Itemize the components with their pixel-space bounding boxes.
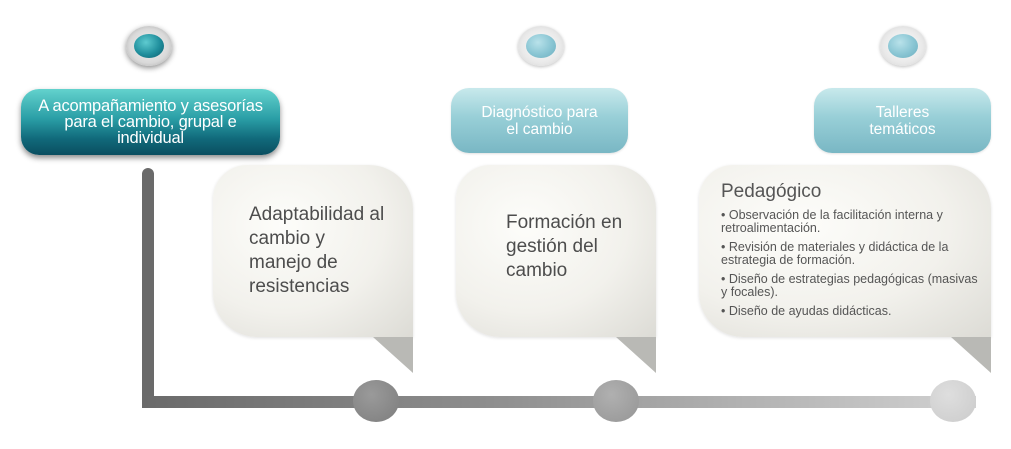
step-3-bullet-3: • Diseño de estrategias pedagógicas (mas… xyxy=(721,272,978,299)
step-1-card-text: Adaptabilidad al cambio y manejo de resi… xyxy=(249,204,385,297)
step-2-card-text: Formación en gestión del cambio xyxy=(506,212,623,281)
step-3-header-text: Talleres temáticos xyxy=(869,103,936,138)
timeline-node-3 xyxy=(930,380,976,422)
step-3-card-heading: Pedagógico xyxy=(721,181,822,202)
step-1-header-pill[interactable]: A acompañamiento y asesorías para el cam… xyxy=(21,89,280,155)
timeline-node-1 xyxy=(353,380,399,422)
step-1-gem-icon xyxy=(134,34,164,58)
step-3-gem-icon xyxy=(888,34,918,58)
step-2-card-tail xyxy=(616,337,656,373)
step-2-header-text: Diagnóstico para el cambio xyxy=(481,103,598,138)
step-1-ring-icon xyxy=(126,26,172,66)
step-3-header-pill[interactable]: Talleres temáticos xyxy=(814,88,991,153)
step-3-bullet-2: • Revisión de materiales y didáctica de … xyxy=(721,240,949,267)
step-2-header-pill[interactable]: Diagnóstico para el cambio xyxy=(451,88,628,153)
step-1-header-text: A acompañamiento y asesorías para el cam… xyxy=(38,97,263,147)
step-3-card-tail xyxy=(951,337,991,373)
timeline-vertical-line xyxy=(142,168,154,408)
step-3-bullet-1: • Observación de la facilitación interna… xyxy=(721,208,943,235)
step-2-gem-icon xyxy=(526,34,556,58)
timeline-horizontal-line xyxy=(142,396,976,408)
step-1-card-tail xyxy=(373,337,413,373)
step-1-card: Adaptabilidad al cambio y manejo de resi… xyxy=(213,165,413,337)
timeline-node-2 xyxy=(593,380,639,422)
step-3-bullet-4: • Diseño de ayudas didácticas. xyxy=(721,304,892,318)
step-3-card: Pedagógico • Observación de la facilitac… xyxy=(699,165,991,337)
step-2-card: Formación en gestión del cambio xyxy=(456,165,656,337)
step-2-ring-icon xyxy=(518,26,564,66)
step-3-ring-icon xyxy=(880,26,926,66)
